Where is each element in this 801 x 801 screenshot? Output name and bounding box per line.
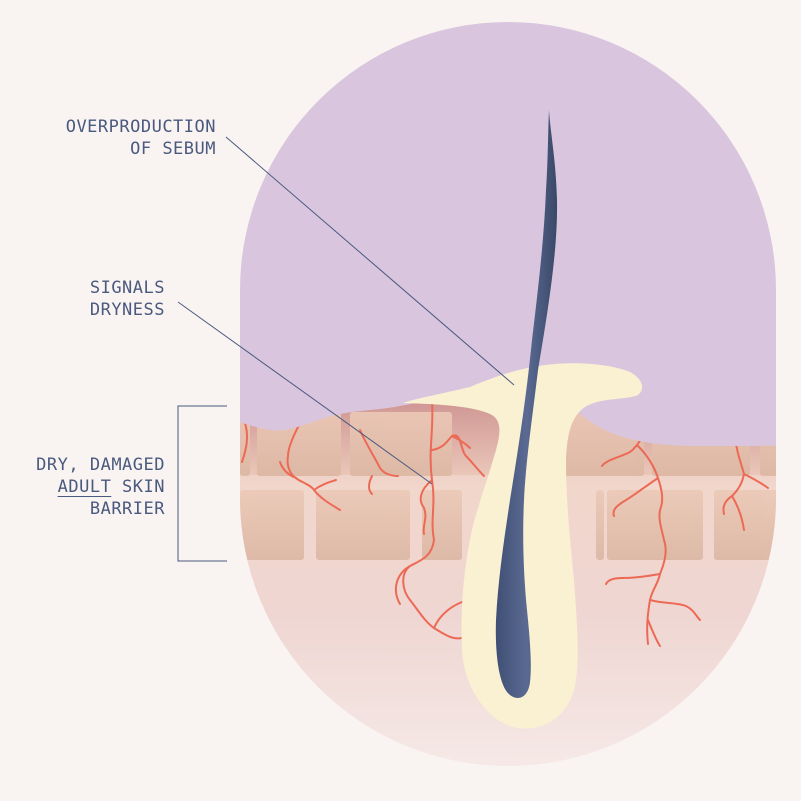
barrier-bracket [177, 405, 227, 562]
label-skin-barrier: DRY, DAMAGED ADULT SKIN BARRIER [36, 454, 165, 520]
label-signals-dryness: SIGNALS DRYNESS [90, 277, 165, 321]
label-barrier-skin: SKIN [111, 477, 165, 497]
label-barrier-line2: ADULT SKIN [36, 476, 165, 498]
label-sebum-line1: OVERPRODUCTION [65, 117, 216, 137]
label-dryness-line2: DRYNESS [89, 300, 165, 320]
label-overproduction-of-sebum: OVERPRODUCTION OF SEBUM [66, 116, 216, 160]
label-barrier-line1: DRY, DAMAGED [36, 455, 165, 475]
blood-vessels [241, 401, 769, 647]
label-sebum-line2: OF SEBUM [130, 139, 216, 159]
hair-shaft [495, 110, 558, 698]
skin-cells-row-2 [240, 490, 776, 560]
label-barrier-adult: ADULT [57, 477, 112, 497]
sebum-layer [240, 22, 776, 446]
label-barrier-line3: BARRIER [89, 499, 165, 519]
leader-line-dryness [177, 301, 433, 485]
label-dryness-line1: SIGNALS [89, 278, 165, 298]
leader-line-sebum [225, 136, 515, 386]
